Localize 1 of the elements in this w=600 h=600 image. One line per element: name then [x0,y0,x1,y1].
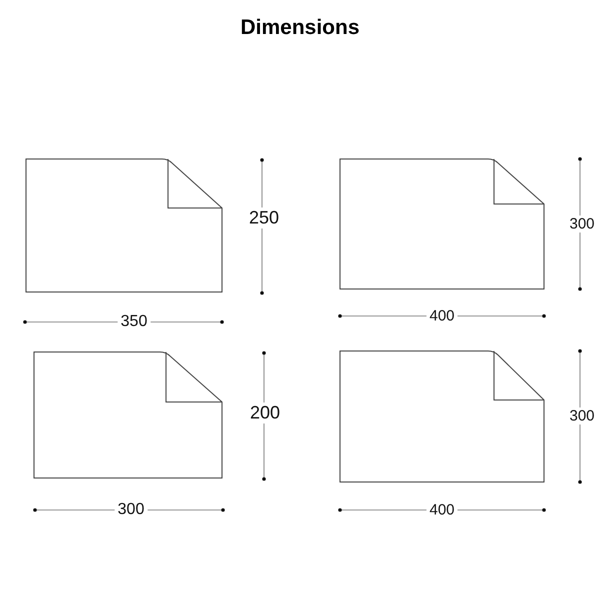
title: Dimensions [239,16,361,40]
